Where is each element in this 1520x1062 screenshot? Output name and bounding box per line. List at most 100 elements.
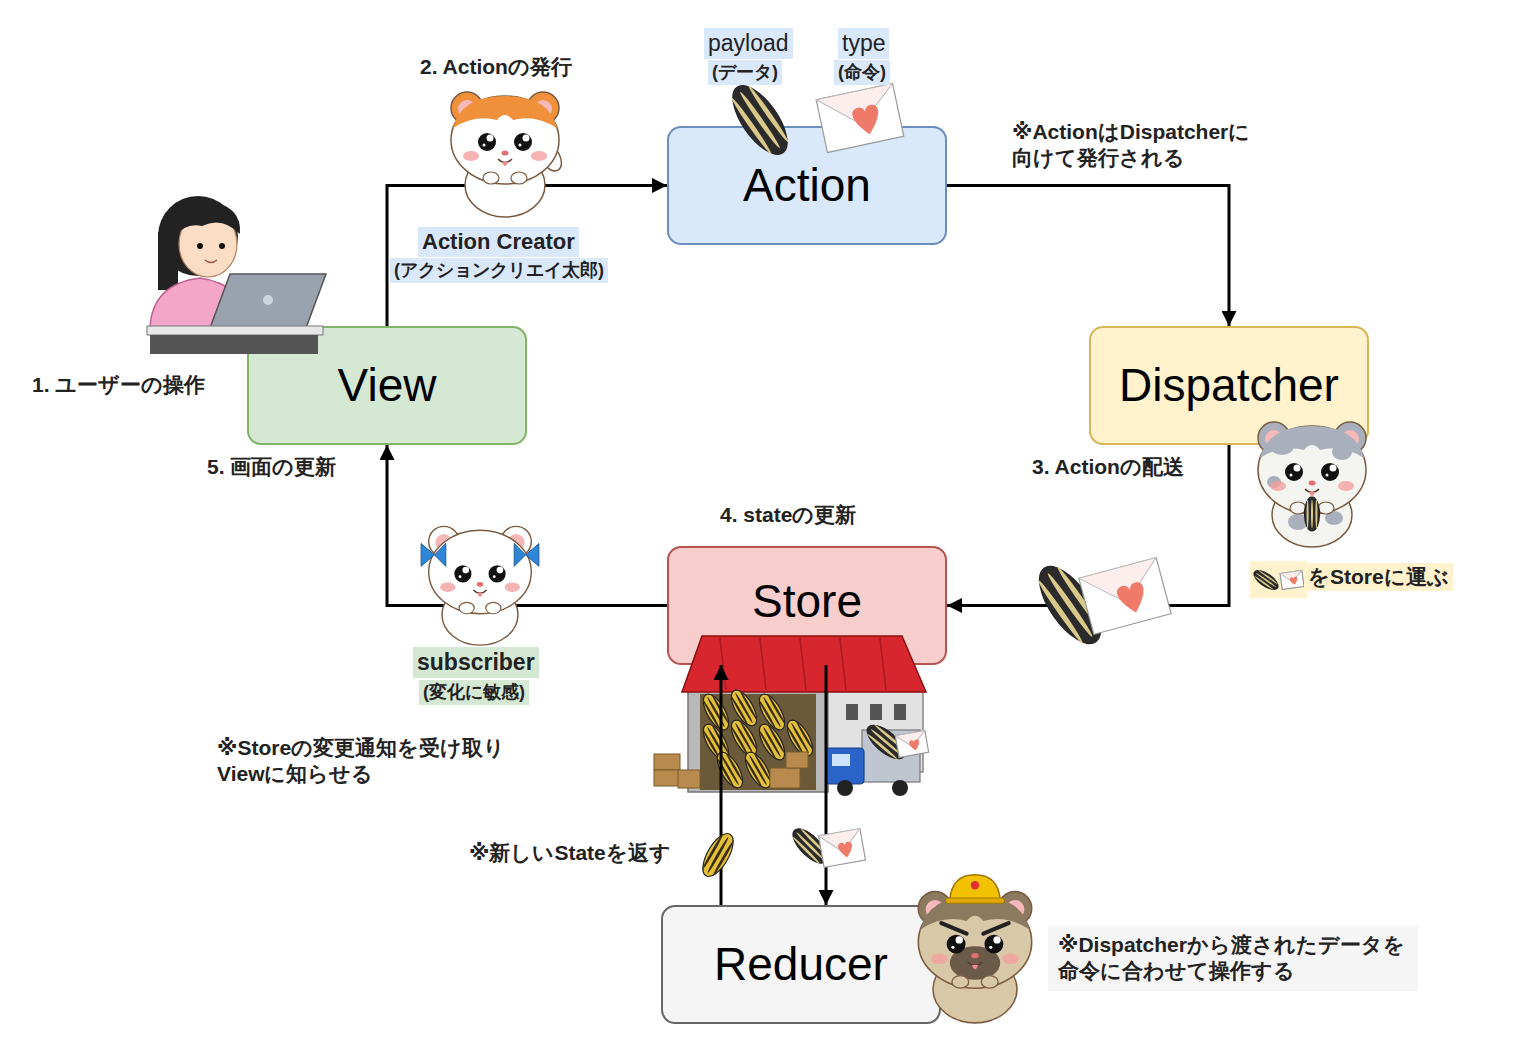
illustration-part	[1326, 474, 1329, 477]
illustration-part	[147, 326, 323, 335]
illustration-part	[1321, 463, 1339, 481]
illustration-part	[819, 829, 866, 868]
step-label: 3. Actionの配送	[1028, 453, 1188, 481]
step-label: type	[838, 28, 889, 59]
illustration-part	[956, 936, 963, 943]
sunflower-seed	[697, 829, 739, 881]
illustration-part	[477, 582, 484, 587]
illustration-part	[1290, 474, 1293, 477]
box-label: Reducer	[714, 939, 888, 990]
sunflower-seed	[1305, 497, 1320, 531]
illustration-part	[1305, 497, 1320, 531]
subscriber-hamster	[421, 526, 539, 645]
label-holder: type	[838, 28, 889, 59]
illustration-part	[502, 162, 508, 166]
step-label: 4. stateの更新	[716, 501, 860, 529]
box-label: View	[338, 360, 437, 411]
label-holder: (命令)	[834, 60, 890, 85]
illustration-part	[219, 243, 225, 249]
illustration-part	[1332, 444, 1352, 460]
illustration-part	[993, 936, 1000, 943]
illustration-part	[895, 731, 928, 758]
illustration-part	[744, 757, 763, 788]
illustration-part	[526, 544, 539, 567]
illustration-part	[909, 739, 921, 751]
illustration-part	[1311, 499, 1313, 528]
step-label: Action Creator	[418, 227, 579, 257]
illustration-part	[654, 754, 680, 770]
step-label: payload	[704, 28, 793, 59]
illustration-part	[851, 104, 882, 137]
illustration-part	[1309, 492, 1315, 496]
dispatcher-hamster	[1258, 422, 1366, 547]
illustration-part	[678, 770, 700, 788]
illustration-part	[1307, 499, 1309, 528]
label-holder: ※Storeの変更通知を受け取り Viewに知らせる	[213, 734, 513, 789]
illustration-part	[894, 704, 906, 720]
illustration-part	[463, 151, 479, 161]
label-holder: 5. 画面の更新	[203, 453, 340, 481]
illustration-part	[786, 752, 808, 768]
label-holder: subscriber	[413, 647, 539, 678]
illustration-part	[1270, 437, 1294, 455]
step-label: 1. ユーザーの操作	[28, 371, 209, 399]
illustration-part	[172, 202, 240, 238]
illustration-part	[760, 638, 766, 690]
illustration-part	[866, 733, 898, 761]
person-at-laptop	[147, 196, 326, 354]
illustration-part	[832, 754, 850, 766]
illustration-part	[1251, 567, 1281, 593]
flow-arrow	[947, 186, 1229, 327]
letter-icon	[819, 829, 866, 868]
letter-icon	[816, 83, 904, 152]
illustration-part	[1036, 578, 1085, 644]
illustration-part	[931, 954, 948, 965]
illustration-part	[1294, 465, 1301, 472]
label-holder: ※Dispatcherから渡されたデータを 命令に合わせて操作する	[1048, 926, 1418, 991]
illustration-part	[918, 896, 1031, 988]
step-label: (データ)	[708, 60, 782, 85]
label-holder: 4. stateの更新	[716, 501, 860, 529]
illustration-part	[1290, 576, 1298, 585]
reducer-hamster	[918, 875, 1031, 1023]
sunflower-seed	[712, 748, 747, 791]
letter-icon	[895, 731, 928, 758]
illustration-part	[486, 602, 501, 613]
illustration-part	[158, 232, 178, 290]
label-holder: (アクションクリエイ太郎)	[390, 258, 608, 283]
illustration-part	[984, 935, 1003, 954]
illustration-part	[197, 243, 203, 249]
illustration-part	[1305, 489, 1319, 493]
box-label: Dispatcher	[1119, 360, 1339, 411]
illustration-part	[497, 567, 504, 574]
illustration-part	[453, 96, 557, 128]
illustration-part	[483, 144, 486, 147]
illustration-part	[1079, 558, 1166, 613]
illustration-part	[786, 725, 805, 756]
illustration-part	[816, 83, 904, 152]
label-holder: ※ActionはDispatcherに 向けて発行される	[1008, 118, 1258, 173]
illustration-part	[800, 638, 806, 690]
illustration-part	[971, 953, 978, 958]
sunflower-seed	[723, 77, 798, 163]
label-holder: Action Creator	[418, 227, 579, 257]
illustration-part	[880, 638, 886, 690]
illustration-part	[682, 636, 926, 692]
illustration-part	[421, 544, 434, 567]
letter-icon	[1079, 558, 1171, 635]
illustration-part	[451, 96, 559, 184]
box-label: Action	[743, 160, 871, 211]
illustration-part	[1002, 954, 1019, 965]
illustration-part	[1330, 465, 1337, 472]
illustration-part	[920, 896, 1029, 930]
step-label: subscriber	[413, 647, 539, 678]
illustration-part	[968, 962, 983, 966]
box-label: Store	[752, 576, 862, 627]
illustration-part	[505, 582, 520, 592]
illustration-part	[150, 335, 318, 354]
illustration-part	[434, 544, 445, 567]
illustration-part	[429, 530, 532, 614]
label-holder: (変化に敏感)	[419, 680, 529, 705]
illustration-part	[826, 748, 864, 784]
